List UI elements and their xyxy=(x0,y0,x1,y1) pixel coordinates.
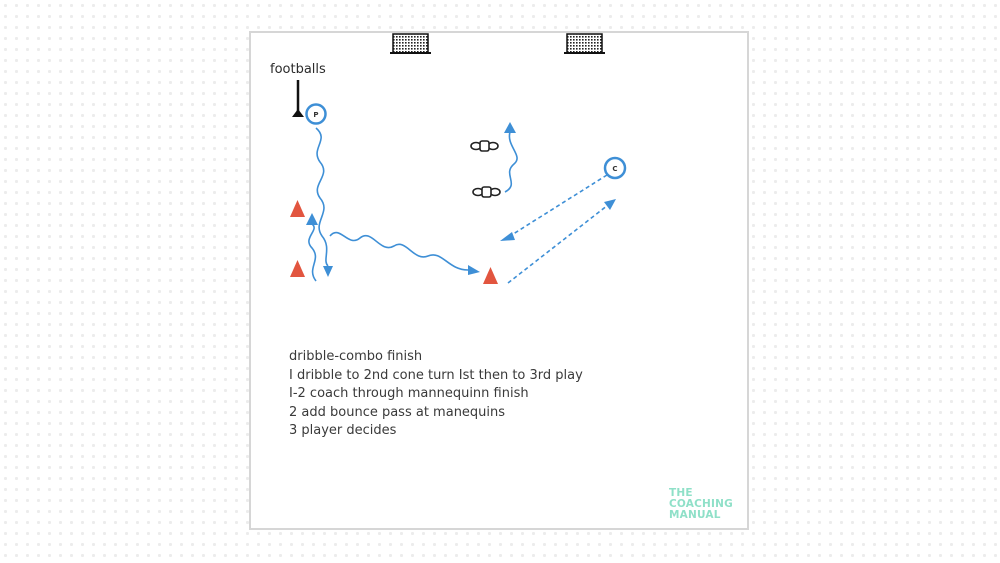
goal-net-icon xyxy=(564,33,605,54)
footballs-label: footballs xyxy=(270,62,326,77)
drill-notes: dribble-combo finish I dribble to 2nd co… xyxy=(289,348,583,441)
cone-icon xyxy=(483,267,498,284)
note-line: dribble-combo finish xyxy=(289,349,423,364)
coaching-manual-logo: THE COACHING MANUAL xyxy=(669,488,733,521)
coach-marker-label: C xyxy=(612,165,617,173)
cone-icon xyxy=(290,200,305,217)
logo-line: MANUAL xyxy=(669,509,721,521)
pitch xyxy=(249,31,749,530)
cone-icon xyxy=(290,260,305,277)
pole-icon xyxy=(292,80,304,117)
pass-line xyxy=(507,199,616,284)
dribble-path xyxy=(315,127,333,277)
logo-line: THE xyxy=(669,487,693,499)
goal-net-icon xyxy=(390,33,431,54)
note-line: 3 player decides xyxy=(289,423,397,438)
pass-line xyxy=(500,174,608,241)
note-line: I-2 coach through mannequinn finish xyxy=(289,386,529,401)
player-marker-icon: P xyxy=(305,103,327,125)
note-line: 2 add bounce pass at manequins xyxy=(289,404,506,420)
coach-marker-icon: C xyxy=(603,156,627,180)
run-path xyxy=(504,122,518,193)
mannequin-icon xyxy=(472,186,501,198)
player-marker-label: P xyxy=(313,111,318,119)
logo-line: COACHING xyxy=(669,498,733,510)
note-line: I dribble to 2nd cone turn Ist then to 3… xyxy=(289,367,583,383)
turn-path xyxy=(306,213,318,282)
dribble-path xyxy=(329,231,480,275)
mannequin-icon xyxy=(470,140,499,152)
